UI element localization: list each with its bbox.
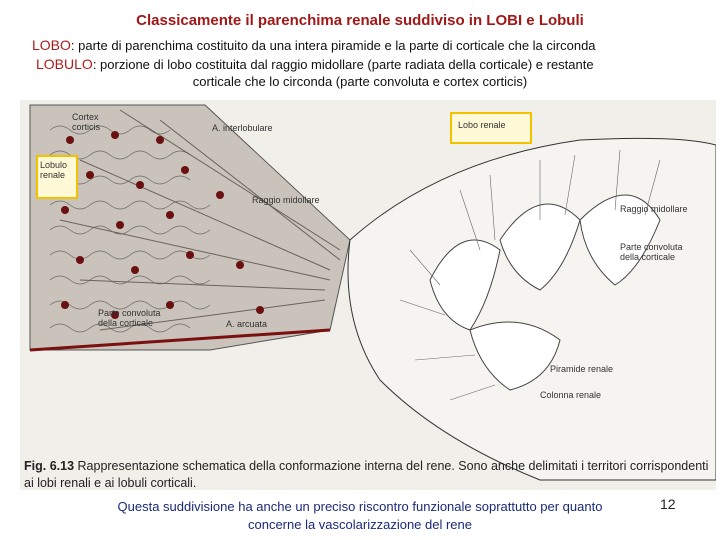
lobulo-definition-continued: corticale che lo circonda (parte convolu… [192,74,528,89]
caption-text: Rappresentazione schematica della confor… [24,459,709,490]
label-raggio-midollare-right: Raggio midollare [620,204,688,214]
label-cortex-corticis: Cortex corticis [72,112,101,132]
kidney-diagram [29,104,716,481]
lobulo-text: : porzione di lobo costituita dal raggio… [92,57,594,72]
label-a-arcuata: A. arcuata [226,319,268,329]
page-number: 12 [660,496,676,512]
footer-note: Questa suddivisione ha anche un preciso … [0,498,720,534]
cortical-rays [399,149,661,401]
lobo-text: : parte di parenchima costituito da una … [70,38,596,53]
lobo-key: LOBO [32,37,71,53]
label-lobulo-renale: Lobulo renale [40,160,68,180]
slide-title: Classicamente il parenchima renale suddi… [136,12,584,29]
medullary-rays [59,109,341,331]
label-raggio-midollare-left: Raggio midollare [252,195,320,205]
cortex-wedge [29,104,351,351]
lobo-highlight-box [450,112,532,144]
label-a-interlobulare: A. interlobulare [212,123,273,133]
caption-figure-number: Fig. 6.13 [24,459,75,473]
kidney-figure: Lobulo renale Cortex corticis A. interlo… [20,100,716,490]
footer-line-2: concerne la vascolarizzazione del rene [247,517,472,532]
lobo-definition: LOBO: parte di parenchima costituito da … [32,37,596,53]
glomeruli [61,131,264,319]
figure-caption: Fig. 6.13 Rappresentazione schematica de… [24,458,714,490]
label-parte-convoluta-left: Parte convoluta della corticale [98,308,161,328]
label-colonna-renale: Colonna renale [540,390,602,400]
label-lobo-renale: Lobo renale [458,120,506,130]
lobulo-key: LOBULO [36,56,93,72]
kidney-section [347,137,716,481]
lobulo-highlight-box [36,155,78,199]
label-parte-convoluta-right: Parte convoluta della corticale [620,242,683,262]
renal-pyramids [429,194,661,391]
footer-line-1: Questa suddivisione ha anche un preciso … [117,499,603,514]
arcuate-artery [29,328,331,352]
label-piramide-renale: Piramide renale [550,364,614,374]
lobulo-definition: LOBULO: porzione di lobo costituita dal … [36,56,594,72]
